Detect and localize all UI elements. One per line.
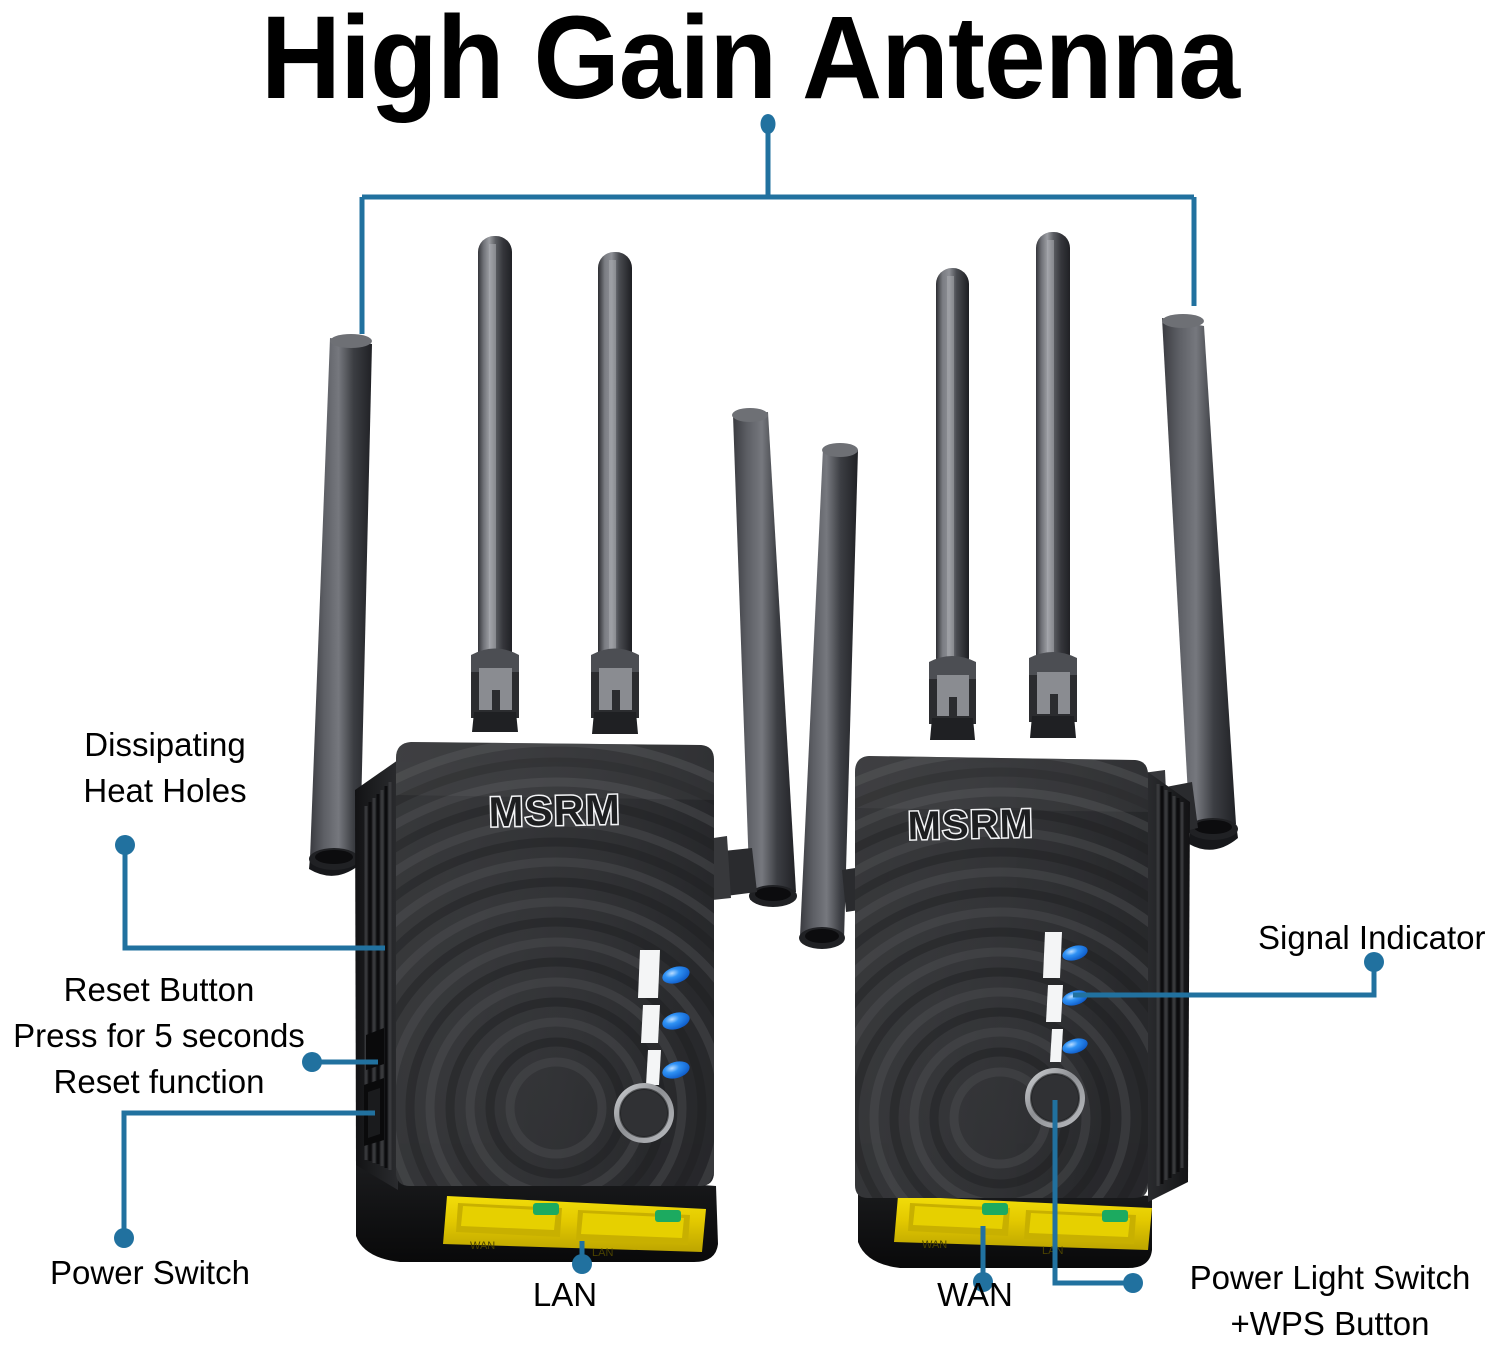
label-dissipating-heat-holes: Dissipating Heat Holes	[0, 722, 330, 814]
label-power-switch: Power Switch	[0, 1250, 300, 1296]
label-line: Power Light Switch	[1189, 1259, 1471, 1296]
callout-line-signal-indicator	[1073, 962, 1377, 998]
device-left-ripple	[396, 742, 714, 1186]
dot-reset-button	[302, 1052, 322, 1072]
label-signal-indicator: Signal Indicator	[1258, 915, 1500, 961]
label-line: +WPS Button	[1230, 1305, 1430, 1342]
label-line: WAN	[937, 1276, 1013, 1313]
port-label-wan-right: WAN	[922, 1239, 947, 1251]
device-right: WAN LAN	[799, 232, 1238, 1268]
page-title: High Gain Antenna	[260, 0, 1240, 124]
label-line: Dissipating	[84, 726, 246, 763]
dot-power-switch	[114, 1228, 134, 1248]
dot-power-light-switch	[1123, 1273, 1143, 1293]
label-lan-port: LAN	[470, 1272, 660, 1318]
label-line: Heat Holes	[83, 772, 247, 809]
callout-line-high-gain-antenna	[359, 128, 1197, 334]
dot-lan	[572, 1254, 592, 1274]
signal-indicator-left	[638, 950, 690, 1085]
label-line: Reset function	[53, 1063, 265, 1100]
antenna-left-top-1	[471, 236, 519, 732]
device-left: WAN LAN	[309, 236, 797, 1262]
dot-high-gain-antenna	[760, 114, 776, 134]
port-label-lan-left: LAN	[592, 1247, 613, 1259]
callout-line-dissipating-heat-holes	[122, 845, 385, 951]
dot-dissipating-heat-holes	[115, 835, 135, 855]
brand-logo-left: MSRM	[488, 786, 621, 836]
brand-logo-right: MSRM	[907, 802, 1034, 849]
label-power-light-switch-wps: Power Light Switch +WPS Button	[1160, 1255, 1500, 1347]
antenna-right-top-2	[1029, 232, 1077, 738]
antenna-right-top-1	[929, 268, 976, 740]
antenna-left-right-side	[700, 408, 797, 907]
label-line: Press for 5 seconds	[13, 1017, 305, 1054]
label-reset-button: Reset Button Press for 5 seconds Reset f…	[0, 967, 318, 1105]
label-line: Power Switch	[50, 1254, 250, 1291]
callout-line-power-light-switch	[1052, 1100, 1133, 1286]
callout-dots	[114, 114, 1384, 1293]
dot-signal-indicator	[1364, 952, 1384, 972]
signal-indicator-right	[1043, 932, 1088, 1062]
label-line: LAN	[532, 1276, 598, 1313]
port-label-wan-left: WAN	[470, 1240, 495, 1252]
dot-wan	[973, 1272, 993, 1292]
label-line: Reset Button	[63, 971, 255, 1008]
label-wan-port: WAN	[880, 1272, 1070, 1318]
wps-button-right	[1025, 1068, 1085, 1128]
antenna-left-top-2	[591, 252, 639, 734]
wps-button-left	[614, 1083, 674, 1143]
label-line: Signal Indicator	[1258, 919, 1486, 956]
callout-line-power-switch	[121, 1110, 375, 1238]
